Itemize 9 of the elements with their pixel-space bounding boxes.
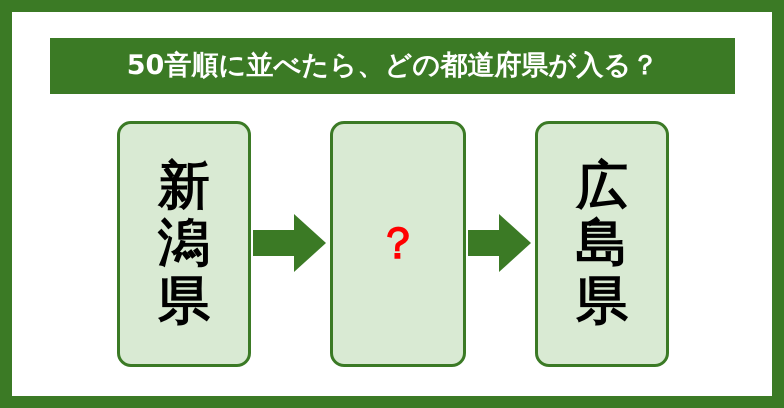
block-arrow [468, 214, 531, 272]
process-box [535, 121, 669, 367]
prefecture-name: 広島県 [576, 158, 628, 330]
title-banner: 50音順に並べたら、どの都道府県が入る？ [50, 38, 735, 94]
prefecture-name: 新潟県 [158, 158, 210, 330]
process-box [330, 121, 466, 367]
question-mark: ？ [376, 222, 420, 266]
block-arrow [253, 214, 326, 272]
process-box [117, 121, 251, 367]
